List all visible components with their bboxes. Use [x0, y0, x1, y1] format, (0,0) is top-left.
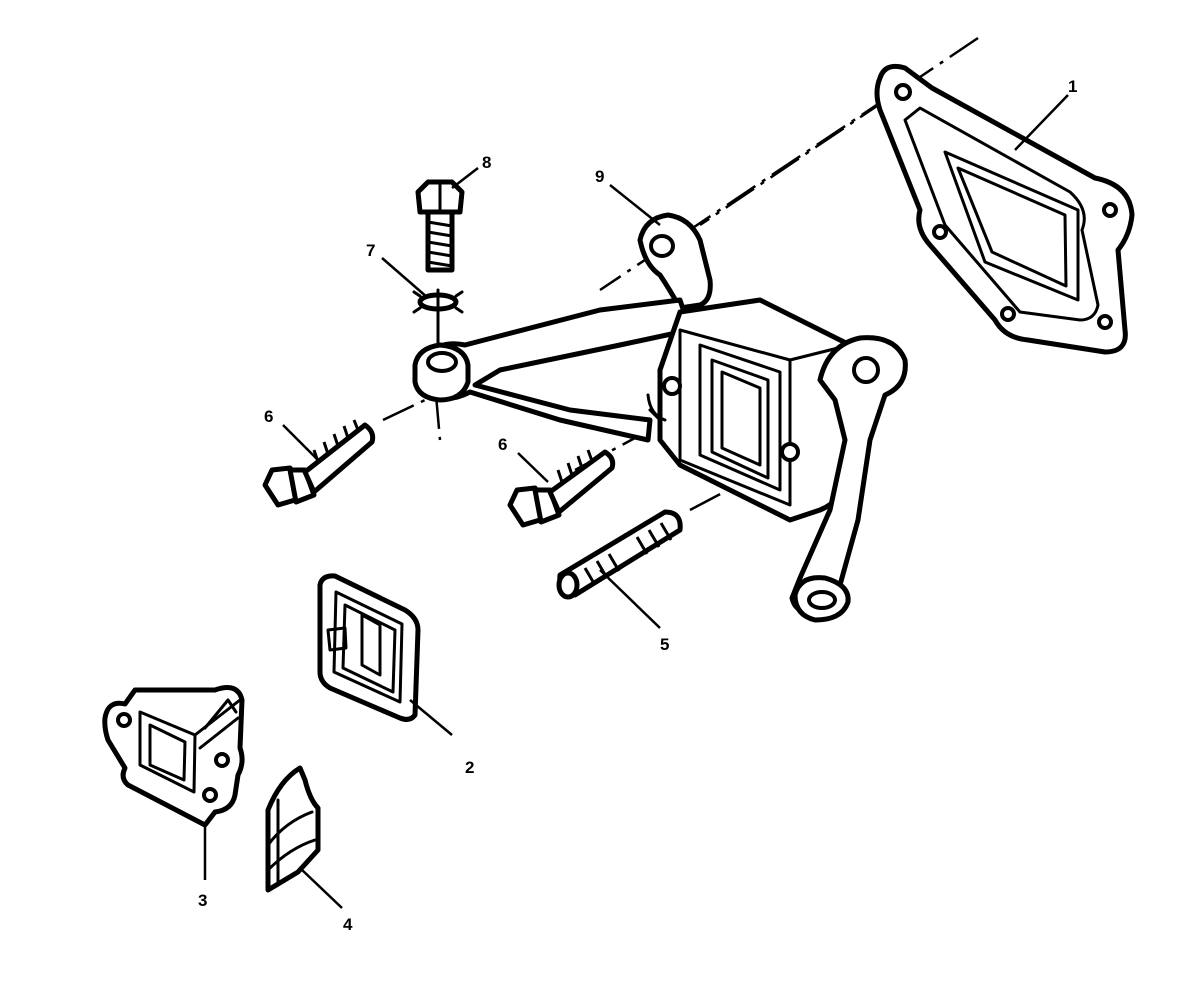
- callout-2: 2: [465, 758, 474, 777]
- callout-5: 5: [660, 635, 669, 654]
- part-6-bolt-left: [262, 419, 376, 508]
- part-3-reed-block: [102, 685, 245, 828]
- callout-6-middle: 6: [498, 435, 507, 454]
- part-7-lockwasher: [412, 288, 464, 347]
- callout-labels: 1 2 3 4 5 6 6 7 8 9: [198, 77, 1077, 934]
- part-1-gasket: [874, 63, 1135, 355]
- leader-lines: [203, 94, 1069, 909]
- part-5-stud: [556, 509, 683, 600]
- part-8-bolt: [415, 179, 465, 273]
- callout-9: 9: [595, 167, 604, 186]
- callout-4: 4: [343, 915, 353, 934]
- callout-8: 8: [482, 153, 491, 172]
- callout-7: 7: [366, 241, 375, 260]
- part-6-bolt-middle: [507, 449, 616, 528]
- callout-1: 1: [1068, 77, 1077, 96]
- part-9-bracket: [412, 212, 908, 623]
- part-4-reed-petals: [265, 765, 321, 893]
- callout-3: 3: [198, 891, 207, 910]
- part-2-gasket-frame: [317, 573, 421, 722]
- callout-6-left: 6: [264, 407, 273, 426]
